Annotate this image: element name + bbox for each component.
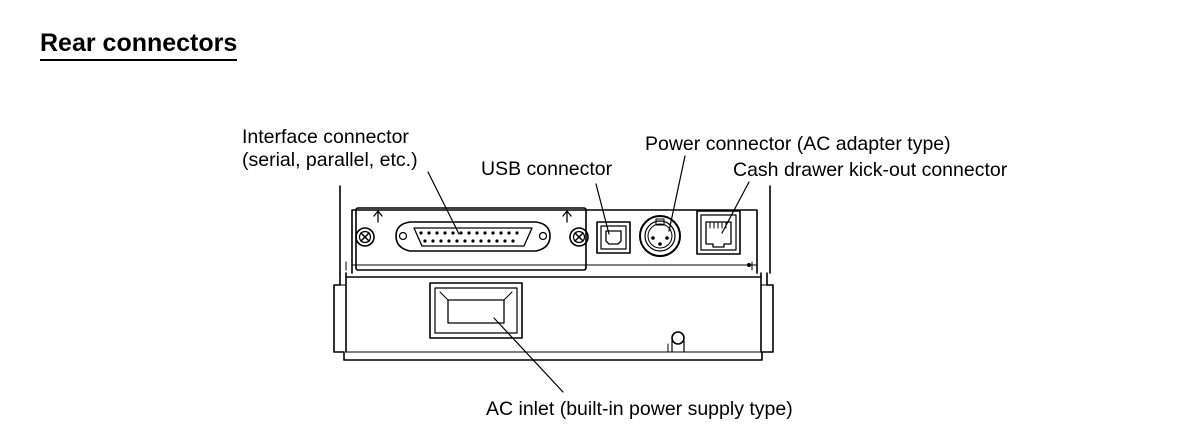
db25-connector-icon — [395, 221, 551, 252]
ac-inlet-leader — [493, 317, 564, 393]
cash-drawer-connector-label: Cash drawer kick-out connector — [733, 159, 1008, 181]
cash-drawer-connector-icon — [696, 210, 741, 255]
interface-plate — [355, 207, 587, 271]
leader-lines — [427, 155, 750, 393]
left-screw-icon — [355, 227, 375, 247]
usb-connector-icon — [596, 221, 631, 254]
cash-drawer-connector-leader — [721, 181, 750, 234]
printer-lower-body — [333, 272, 774, 361]
ac-inlet-label: AC inlet (built-in power supply type) — [486, 398, 793, 420]
interface-connector-label-line1: Interface connector — [242, 126, 409, 148]
ground-screw-icon — [667, 331, 685, 353]
ac-inlet-icon — [429, 282, 523, 339]
printer-upper-body — [339, 185, 771, 274]
power-connector-label: Power connector (AC adapter type) — [645, 133, 951, 155]
power-connector-leader — [668, 155, 686, 232]
indicator-dot — [747, 263, 751, 267]
interface-connector-label-line2: (serial, parallel, etc.) — [242, 149, 418, 171]
interface-connector-leader — [427, 171, 460, 235]
power-connector-icon — [639, 215, 681, 257]
section-heading: Rear connectors — [40, 28, 238, 61]
usb-connector-leader — [595, 183, 610, 235]
right-screw-icon — [569, 227, 589, 247]
usb-connector-label: USB connector — [481, 158, 613, 180]
